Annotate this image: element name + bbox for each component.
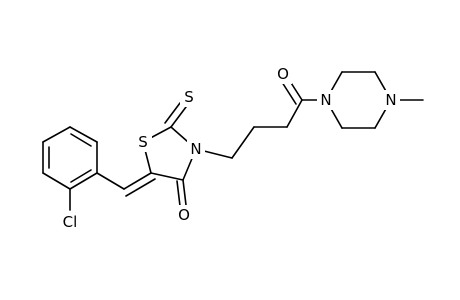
bond-thione-2	[164, 102, 181, 124]
bond-ar-4	[42, 172, 71, 190]
bond-chain-4	[286, 99, 303, 128]
atom-oxygen-amide: O	[277, 65, 289, 83]
atom-nitrogen-amide: N	[320, 91, 331, 109]
atom-sulfur-ring: S	[138, 133, 148, 151]
bond-ar-6	[42, 126, 71, 143]
bond-ar-3	[69, 172, 98, 190]
bond-ar-ch	[96, 172, 125, 190]
atom-nitrogen-ring: N	[190, 140, 201, 158]
atom-oxygen-ring: O	[178, 206, 190, 224]
bond-thione-1	[170, 106, 187, 128]
bond-ketone-1	[182, 179, 187, 206]
atom-nitrogen-methyl: N	[385, 91, 396, 109]
bond-ketone-2	[176, 180, 181, 207]
bond-ar-1	[69, 126, 98, 143]
atom-chlorine: Cl	[63, 213, 78, 231]
bond-c4-c5	[150, 172, 184, 181]
bond-ar-inner-2	[70, 169, 92, 183]
bond-ar-inner-1	[70, 133, 92, 147]
atom-sulfur-thione: S	[184, 88, 194, 106]
bond-exo-double-1	[123, 172, 152, 190]
bond-exo-double-2	[125, 178, 156, 197]
bond-chain-2	[231, 126, 255, 159]
